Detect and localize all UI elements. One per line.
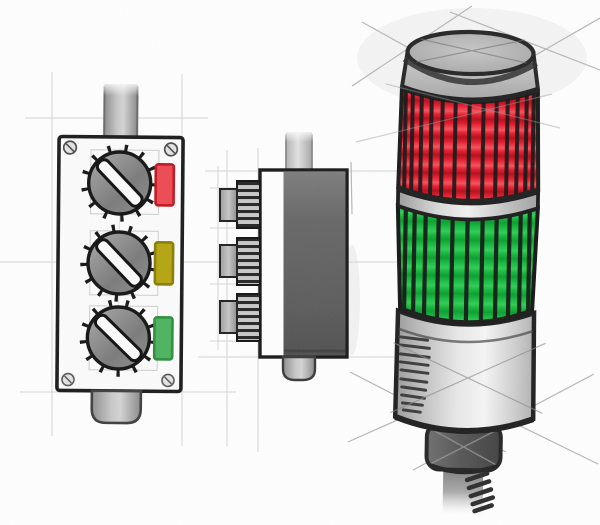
grain-overlay [0, 0, 600, 525]
sketch-canvas [0, 0, 600, 525]
